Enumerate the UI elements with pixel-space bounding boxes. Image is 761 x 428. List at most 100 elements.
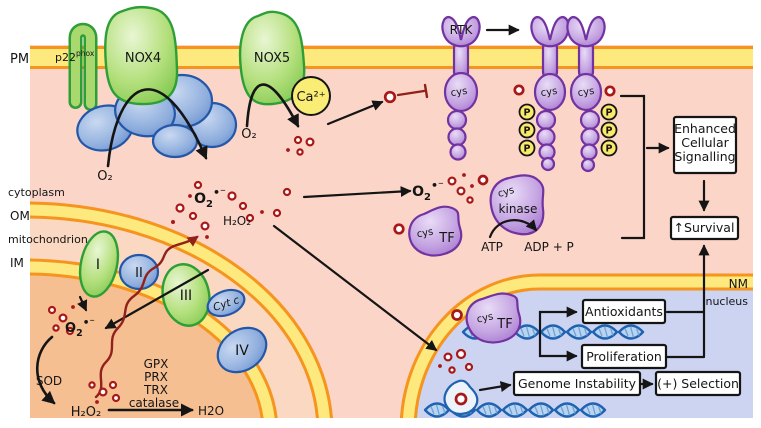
rtk-kinase-domain bbox=[533, 72, 567, 112]
arrow-complex-i-superoxide bbox=[77, 295, 88, 312]
nox4-complex: p22phox NOX4 bbox=[55, 5, 238, 159]
ros-dot bbox=[604, 85, 616, 97]
pm-label: PM bbox=[10, 52, 29, 67]
nm-label: NM bbox=[729, 277, 748, 291]
superoxide-label-mitochondrion: O2•⁻ bbox=[65, 317, 95, 339]
phospho-label: P bbox=[524, 144, 531, 155]
rtk-ligand-domain bbox=[566, 16, 606, 48]
ros-cluster-mitochondrion bbox=[47, 305, 75, 336]
catalase-label: catalase bbox=[129, 396, 179, 410]
om-label: OM bbox=[10, 209, 30, 223]
o2-label-nox4: O₂ bbox=[97, 169, 112, 184]
complex-i-label: I bbox=[96, 257, 100, 273]
complex-iv-label: IV bbox=[235, 343, 249, 359]
rtk-tail bbox=[447, 127, 467, 147]
selection-box: (+) Selection bbox=[654, 370, 742, 397]
cytochrome-c bbox=[206, 288, 246, 318]
tf-protein bbox=[408, 205, 463, 257]
h2o-label: H2O bbox=[198, 404, 224, 418]
nox-cytosolic-subunit bbox=[151, 123, 199, 159]
adp-label: ADP + P bbox=[524, 240, 574, 254]
enhanced-line3: Signalling bbox=[674, 149, 735, 164]
complex-ii bbox=[118, 253, 160, 291]
ros-cluster-kinase bbox=[447, 173, 474, 204]
cys-label: cys bbox=[476, 311, 495, 325]
ros-cluster-cytoplasm bbox=[171, 180, 292, 239]
arrow-tf-to-proliferation bbox=[538, 330, 578, 362]
rtk-stem bbox=[541, 40, 559, 80]
arrow-damage-to-genome-instability bbox=[478, 381, 512, 392]
im-label: IM bbox=[10, 256, 24, 270]
rtk-tail bbox=[580, 143, 598, 161]
complex-i bbox=[78, 230, 120, 298]
nox5-label: NOX5 bbox=[254, 51, 290, 66]
nucleus-contents: cys TF bbox=[423, 292, 645, 418]
h2o2-label-mitochondrion: H₂O₂ bbox=[71, 405, 101, 420]
complex-ii-label: II bbox=[135, 266, 143, 281]
tf-label: TF bbox=[496, 317, 512, 332]
phospho-groups: P P P P P P bbox=[518, 103, 618, 157]
bracket-signalling-inputs bbox=[619, 94, 646, 240]
nucleus-label: nucleus bbox=[705, 295, 748, 308]
cys-label: cys bbox=[540, 86, 558, 99]
calcium-label: Ca²⁺ bbox=[296, 90, 325, 105]
complex-iii bbox=[161, 263, 211, 327]
h2o2-release-squiggle bbox=[94, 235, 199, 399]
rtk-tail bbox=[540, 156, 556, 172]
o2-label-nox5: O₂ bbox=[241, 127, 256, 142]
transcription-factor-nucleus bbox=[465, 292, 522, 344]
ros-dot bbox=[513, 84, 525, 96]
survival-label: ↑Survival bbox=[674, 220, 735, 235]
phospho-label: P bbox=[524, 126, 531, 137]
arrow-sod-dismutation bbox=[35, 335, 56, 405]
genome-instability-box: Genome Instability bbox=[512, 370, 642, 397]
ros-dot bbox=[454, 392, 468, 406]
phospho-label: P bbox=[524, 108, 531, 119]
outer-mitochondrial-membrane-band bbox=[30, 204, 330, 418]
ros-dot bbox=[451, 309, 463, 321]
arrow-ros-to-nucleus bbox=[272, 224, 438, 352]
phospho-label: P bbox=[606, 144, 613, 155]
arrow-o2-through-nox5 bbox=[245, 83, 300, 128]
ros-dot bbox=[477, 174, 489, 186]
electron-transport-chain: I II III Cyt c IV bbox=[78, 230, 268, 374]
cys-label: cys bbox=[497, 185, 516, 200]
p22phox-label: p22phox bbox=[55, 49, 95, 64]
arrow-tf-to-antioxidants bbox=[538, 306, 578, 334]
superoxide-label-mid: O2•⁻ bbox=[412, 179, 444, 203]
antioxidants-box: Antioxidants bbox=[581, 298, 667, 325]
nox4-label: NOX4 bbox=[125, 51, 161, 66]
ros-dot bbox=[383, 90, 397, 104]
proliferation-box: Proliferation bbox=[580, 343, 668, 370]
arrow-atp-to-adp bbox=[488, 219, 538, 239]
rtk-ligand-domain bbox=[441, 16, 481, 48]
arrow-ros-to-membrane bbox=[326, 100, 384, 126]
rtk-monomer: RTK cys bbox=[441, 16, 481, 161]
sod-label: SOD bbox=[36, 374, 62, 388]
rtk-ligand-domain bbox=[530, 16, 570, 48]
ros-dot bbox=[393, 223, 405, 235]
rtk-label: RTK bbox=[450, 23, 474, 37]
calcium-ion bbox=[291, 76, 331, 116]
cys-label: cys bbox=[450, 86, 468, 99]
p22phox-protein-fill bbox=[71, 25, 95, 109]
proliferation-label: Proliferation bbox=[586, 349, 662, 364]
mitochondrion-matrix bbox=[30, 267, 270, 418]
antioxidants-label: Antioxidants bbox=[585, 304, 663, 319]
plasma-membrane-band bbox=[30, 49, 753, 66]
rtk-dimer: cys cys P P P P P P bbox=[513, 16, 618, 173]
ros-inhibition-line bbox=[396, 83, 429, 99]
cys-label: cys bbox=[416, 227, 434, 241]
gpx-label: GPX bbox=[144, 357, 169, 371]
genome-instability-label: Genome Instability bbox=[518, 376, 637, 391]
enhanced-line1: Enhanced bbox=[674, 121, 736, 136]
phospho-label: P bbox=[606, 108, 613, 119]
tf-label: TF bbox=[438, 231, 454, 246]
rtk-tail bbox=[579, 109, 601, 131]
selection-label: (+) Selection bbox=[657, 376, 739, 391]
superoxide-label-cytoplasm: O2•⁻ bbox=[194, 186, 226, 210]
ros-cluster-nucleus bbox=[438, 348, 474, 374]
redox-tf-cytoplasm: cys TF bbox=[393, 205, 463, 257]
